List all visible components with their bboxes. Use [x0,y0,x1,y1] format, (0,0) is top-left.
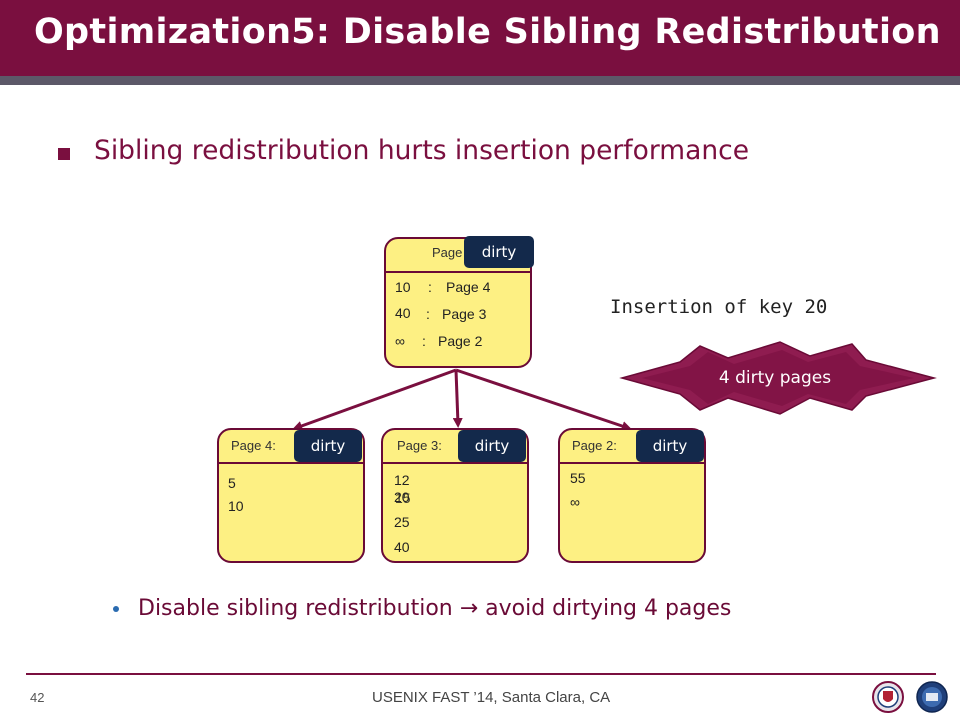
child-page-header [560,430,704,464]
child-key: 25 [394,514,410,530]
parent-entry-target: Page 4 [446,279,491,295]
bullet-marker [58,148,70,160]
footer-divider [26,673,936,675]
child-key: 12 [394,472,410,488]
insertion-label: Insertion of key 20 [610,296,828,318]
child-key: 15 [395,490,411,506]
callout-label: 4 dirty pages [718,368,832,388]
parent-entry-sep: : [428,279,432,295]
dirty-badge: dirty [458,430,526,462]
seal-logo-left-icon [872,681,904,713]
parent-entry-sep: : [422,333,426,349]
slide-title: Optimization5: Disable Sibling Redistrib… [34,12,941,52]
seal-logo-right-icon [916,681,948,713]
slide-number: 42 [30,690,45,705]
title-bar-shadow [0,76,960,85]
parent-entry-target: Page 2 [438,333,483,349]
child-page-header [219,430,363,464]
callout-star [619,341,937,415]
child-key: 20 [394,489,410,505]
arrow-to-page2 [455,368,632,431]
child-key: ∞ [570,494,580,510]
parent-entry-key: ∞ [395,333,405,349]
parent-entry-sep: : [426,306,430,322]
title-bar [0,0,960,76]
dirty-badge: dirty [294,430,362,462]
child-page-title: Page 3: [397,438,442,453]
dirty-badge: dirty [636,430,704,462]
parent-entry-key: 10 [395,279,411,295]
arrow-to-page3 [452,369,463,428]
parent-page-header [386,239,530,273]
child-page-header [383,430,527,464]
child-key: 55 [570,470,586,486]
child-key: 5 [228,475,236,491]
dirty-badge: dirty [464,236,534,268]
child-key: 10 [228,498,244,514]
arrow-to-page4 [292,368,457,431]
sub-bullet: Disable sibling redistribution → avoid d… [138,596,732,621]
sub-bullet-marker [113,606,119,612]
parent-entry-target: Page 3 [442,306,487,322]
footer-text: USENIX FAST ’14, Santa Clara, CA [372,689,611,706]
parent-page-title: Page [432,245,463,260]
main-bullet: Sibling redistribution hurts insertion p… [94,135,749,166]
parent-entry-key: 40 [395,305,411,321]
child-key: 40 [394,539,410,555]
child-page-title: Page 4: [231,438,276,453]
child-page-title: Page 2: [572,438,617,453]
